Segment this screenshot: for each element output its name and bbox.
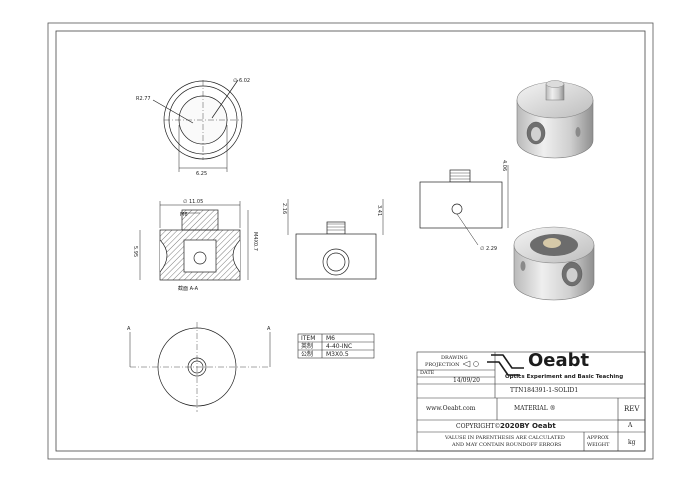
rev-value: A [628,422,633,429]
thread-dim: M4X0.7 [252,232,258,251]
note-line-1: VALUSE IN PARENTHESIS ARE CALCULATED [445,435,565,441]
date-value: 14/09/20 [453,377,480,384]
front-left-dim: 2.16 [281,203,287,214]
spec-value-item: M6 [326,335,335,342]
iso-height-dim: 4.06 [501,160,507,171]
front-right-dim: 3.41 [376,205,382,216]
material-label: MATERIAL ® [514,405,556,412]
oeabt-logo-icon [487,354,524,376]
rev-label: REV [624,405,640,413]
note-line-2: AND MAY CONTAIN ROUNDOFF ERRORS [452,442,562,448]
spec-value-metric: M3X0.5 [326,351,349,358]
copyright-label: COPYRIGHT© [456,423,501,430]
spec-table [297,333,375,359]
unit-label: kg [628,439,636,446]
website: www.Oeabt.com [426,405,476,412]
section-caption: 截面 A-A [178,285,199,292]
section-view [139,201,249,281]
top-view [152,79,243,172]
bottom-label-right: A [267,326,271,332]
render-top [516,80,594,159]
diameter-dim: ∅ 6.02 [233,78,250,84]
copyright-text: 2020BY Oeabt [500,422,556,430]
bottom-view [129,322,271,412]
bottom-label-left: A [127,326,131,332]
title-block-lines [416,351,646,452]
logo-text: Oeabt [528,350,590,371]
width-dim: 6.25 [196,171,207,177]
m6-dim: M6 [180,212,188,218]
radius-dim: R2.77 [136,96,151,102]
projection-icon [462,360,479,368]
logo-tagline: Optics Experiment and Basic Teaching [505,374,624,380]
spec-label-metric: 公制 [301,351,314,358]
render-bottom [513,226,595,301]
section-diameter-dim: ∅ 11.05 [183,199,203,205]
iso-hole-dim: ∅ 2.29 [480,246,497,252]
outer-frame [47,22,654,460]
approx-label: APPROX [587,435,609,441]
spec-label-imperial: 英制 [301,343,314,350]
inner-frame [55,30,646,452]
front-view [287,199,384,280]
weight-label: WEIGHT [587,442,610,448]
part-number: TTN184391-1-SOLID1 [510,387,579,394]
spec-value-imperial: 4-40-INC [326,343,353,350]
projection-label: PROJECTION [425,362,460,368]
drawing-label: DRAWING [441,355,468,361]
iso-line-view [419,165,509,246]
date-label: DATE [420,370,435,376]
spec-label-item: ITEM [301,335,316,342]
height-dim: 5.95 [132,246,138,257]
